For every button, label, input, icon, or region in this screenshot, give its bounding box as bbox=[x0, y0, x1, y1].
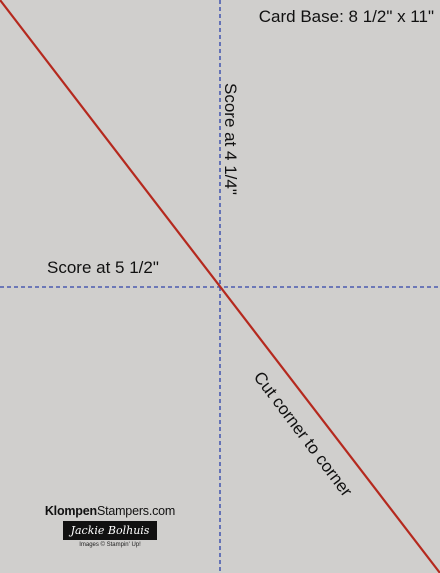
horizontal-score-label: Score at 5 1/2" bbox=[47, 258, 159, 277]
brand-logo: KlompenStampers.com Jackie Bolhuis Image… bbox=[40, 504, 180, 548]
brand-site-bold: Klompen bbox=[44, 504, 97, 518]
brand-site-rest: Stampers.com bbox=[96, 504, 176, 518]
brand-site: KlompenStampers.com bbox=[40, 504, 180, 518]
vertical-score-label: Score at 4 1/4" bbox=[221, 83, 240, 195]
card-base-label: Card Base: 8 1/2" x 11" bbox=[258, 7, 434, 26]
brand-name: Jackie Bolhuis bbox=[62, 521, 158, 540]
brand-credit: Images © Stampin' Up! bbox=[79, 542, 141, 548]
